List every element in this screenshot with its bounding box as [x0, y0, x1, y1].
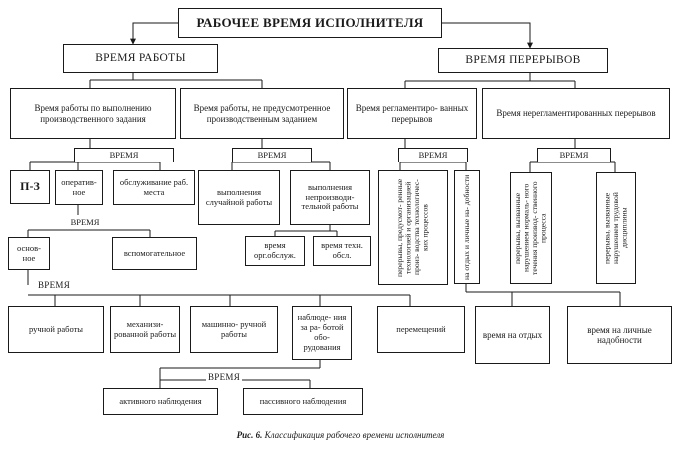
operative-node: оператив- ное — [55, 170, 103, 205]
work-time-node: ВРЕМЯ РАБОТЫ — [63, 44, 218, 73]
figure-caption: Рис. 6. Классификация рабочего времени и… — [0, 430, 681, 440]
rest-needs-breaks-label: на отдых и личные на- добности — [461, 174, 471, 280]
regulated-breaks-node: Время регламентиро- ванных перерывов — [347, 88, 477, 139]
nonproductive-work-label: выполнения непроизводи- тельной работы — [301, 181, 359, 212]
machine-manual-work-node: машинно- ручной работы — [190, 306, 278, 353]
pz-label: П-З — [20, 179, 40, 194]
group-box-regulated: ВРЕМЯ — [398, 148, 468, 162]
main-time-node: основ- ное — [8, 237, 50, 270]
personal-needs-node: время на личные надобности — [567, 306, 672, 364]
root-label: РАБОЧЕЕ ВРЕМЯ ИСПОЛНИТЕЛЯ — [196, 14, 424, 30]
org-service-label: время орг.обслуж. — [254, 240, 296, 260]
break-time-label: ВРЕМЯ ПЕРЕРЫВОВ — [465, 53, 581, 66]
manual-work-node: ручной работы — [8, 306, 104, 353]
group-label: ВРЕМЯ — [559, 149, 589, 160]
pz-node: П-З — [10, 170, 50, 204]
equipment-observation-node: наблюде- ния за ра- ботой обо- рудования — [292, 306, 352, 360]
task-work-label: Время работы по выполнению производствен… — [34, 103, 152, 124]
auxiliary-time-label: вспомогательное — [123, 247, 186, 258]
group-box-operative: ВРЕМЯ — [60, 215, 110, 230]
regulated-tech-breaks-node: перерывы, предусмот- ренные технологией … — [378, 170, 448, 285]
task-work-node: Время работы по выполнению производствен… — [10, 88, 176, 139]
root-node: РАБОЧЕЕ ВРЕМЯ ИСПОЛНИТЕЛЯ — [178, 8, 442, 38]
tech-service-label: время техн. обсл. — [321, 240, 363, 260]
group-label: ВРЕМЯ — [418, 149, 448, 160]
rest-time-node: время на отдых — [475, 306, 550, 364]
group-label-observation: ВРЕМЯ — [206, 372, 243, 382]
discipline-breaks-label: перерывы, вызванные нарушением трудовой … — [602, 192, 629, 264]
group-label: ВРЕМЯ — [109, 149, 139, 160]
passive-observation-label: пассивного наблюдения — [259, 395, 347, 406]
rest-needs-breaks-node: на отдых и личные на- добности — [454, 170, 480, 284]
equipment-observation-label: наблюде- ния за ра- ботой обо- рудования — [297, 312, 347, 352]
manual-work-label: ручной работы — [28, 323, 84, 334]
group-label: ВРЕМЯ — [70, 216, 100, 227]
mechanized-work-node: механизи- рованной работы — [110, 306, 180, 353]
rest-time-label: время на отдых — [482, 329, 543, 340]
group-label-main: ВРЕМЯ — [36, 280, 73, 290]
process-disruption-breaks-node: перерывы, вызванные нарушением нормаль- … — [510, 172, 552, 284]
unregulated-breaks-node: Время нерегламентированных перерывов — [482, 88, 670, 139]
nonproductive-work-node: выполнения непроизводи- тельной работы — [290, 170, 370, 225]
servicing-node: обслуживание раб. места — [113, 170, 195, 205]
main-time-label: основ- ное — [17, 242, 41, 263]
discipline-breaks-node: перерывы, вызванные нарушением трудовой … — [596, 172, 636, 284]
tech-service-node: время техн. обсл. — [313, 236, 371, 266]
org-service-node: время орг.обслуж. — [245, 236, 305, 266]
machine-manual-work-label: машинно- ручной работы — [201, 318, 267, 339]
random-work-label: выполнения случайной работы — [205, 186, 273, 207]
passive-observation-node: пассивного наблюдения — [243, 388, 363, 415]
group-label: ВРЕМЯ — [257, 149, 287, 160]
non-task-work-node: Время работы, не предусмотренное произво… — [180, 88, 344, 139]
non-task-work-label: Время работы, не предусмотренное произво… — [193, 103, 331, 124]
figure-number: Рис. 6. — [236, 430, 263, 440]
figure-caption-text: Классификация рабочего времени исполните… — [264, 430, 445, 440]
mechanized-work-label: механизи- рованной работы — [113, 318, 177, 339]
moves-label: перемещений — [396, 323, 446, 334]
work-time-label: ВРЕМЯ РАБОТЫ — [95, 51, 186, 64]
active-observation-label: активного наблюдения — [119, 395, 202, 406]
random-work-node: выполнения случайной работы — [198, 170, 280, 225]
group-box-non-task-work: ВРЕМЯ — [232, 148, 312, 162]
regulated-breaks-label: Время регламентиро- ванных перерывов — [355, 103, 469, 124]
break-time-node: ВРЕМЯ ПЕРЕРЫВОВ — [438, 48, 608, 73]
auxiliary-time-node: вспомогательное — [112, 237, 197, 270]
unregulated-breaks-label: Время нерегламентированных перерывов — [496, 108, 656, 119]
group-box-unregulated: ВРЕМЯ — [537, 148, 611, 162]
moves-node: перемещений — [377, 306, 465, 353]
regulated-tech-breaks-label: перерывы, предусмот- ренные технологией … — [395, 178, 430, 277]
operative-label: оператив- ное — [61, 176, 97, 197]
active-observation-node: активного наблюдения — [103, 388, 218, 415]
group-box-task-work: ВРЕМЯ — [74, 148, 174, 162]
personal-needs-label: время на личные надобности — [587, 324, 652, 345]
process-disruption-breaks-label: перерывы, вызванные нарушением нормаль- … — [513, 181, 548, 275]
servicing-label: обслуживание раб. места — [119, 176, 189, 197]
